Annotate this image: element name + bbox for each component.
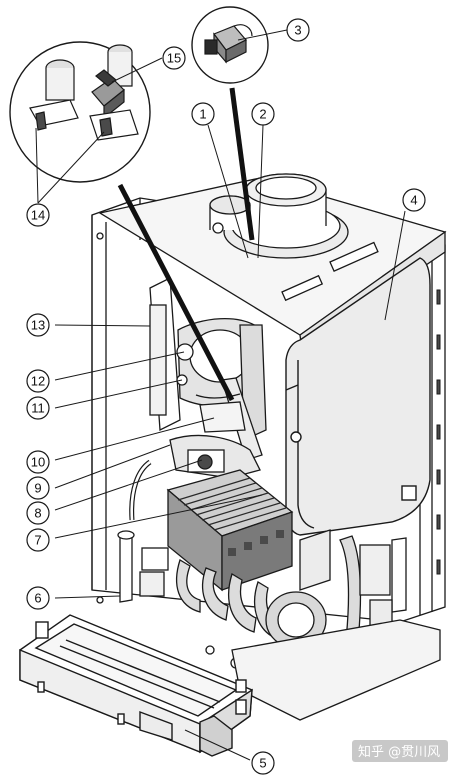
callout-11-label: 11 (31, 401, 45, 416)
callout-3: 3 (286, 18, 310, 42)
callout-15-label: 15 (167, 51, 181, 66)
callout-7: 7 (26, 528, 50, 552)
callout-3-label: 3 (294, 23, 301, 38)
expansion-vessel (285, 257, 431, 536)
callout-6: 6 (26, 586, 50, 610)
leader-lines (35, 29, 406, 761)
callout-8: 8 (26, 501, 50, 525)
callout-12-label: 12 (31, 374, 45, 389)
sensor-connector-icon (204, 24, 253, 64)
callout-1: 1 (191, 102, 215, 126)
watermark: 知乎 @贯川风 (352, 740, 448, 762)
callout-2-label: 2 (259, 107, 266, 122)
callout-7-label: 7 (34, 533, 41, 548)
callout-9: 9 (26, 476, 50, 500)
callout-13-label: 13 (31, 318, 45, 333)
callout-10: 10 (26, 450, 50, 474)
lower-pipework (117, 529, 407, 685)
callout-10-label: 10 (31, 455, 45, 470)
bottom-floor (231, 619, 441, 721)
detail-top-circle (191, 6, 269, 241)
callout-5: 5 (251, 751, 275, 775)
callout-12: 12 (26, 369, 50, 393)
callout-1-label: 1 (199, 107, 206, 122)
callout-4: 4 (402, 188, 426, 212)
callout-5-label: 5 (259, 756, 266, 771)
flue-outlet (209, 173, 349, 259)
callout-4-label: 4 (410, 193, 417, 208)
detail-left-circle (9, 41, 235, 402)
callout-11: 11 (26, 396, 50, 420)
burner-block (166, 469, 294, 592)
control-box (19, 614, 253, 757)
callout-14-label: 14 (31, 208, 45, 223)
callout-13: 13 (26, 313, 50, 337)
pipe-clip-connector-icon (29, 44, 139, 141)
callout-14: 14 (26, 203, 50, 227)
callout-9-label: 9 (34, 481, 41, 496)
callout-2: 2 (251, 102, 275, 126)
watermark-text: 知乎 @贯川风 (358, 744, 440, 760)
callout-8-label: 8 (34, 506, 41, 521)
callout-6-label: 6 (34, 591, 41, 606)
side-rail-slots (436, 289, 441, 575)
callout-15: 15 (162, 46, 186, 70)
